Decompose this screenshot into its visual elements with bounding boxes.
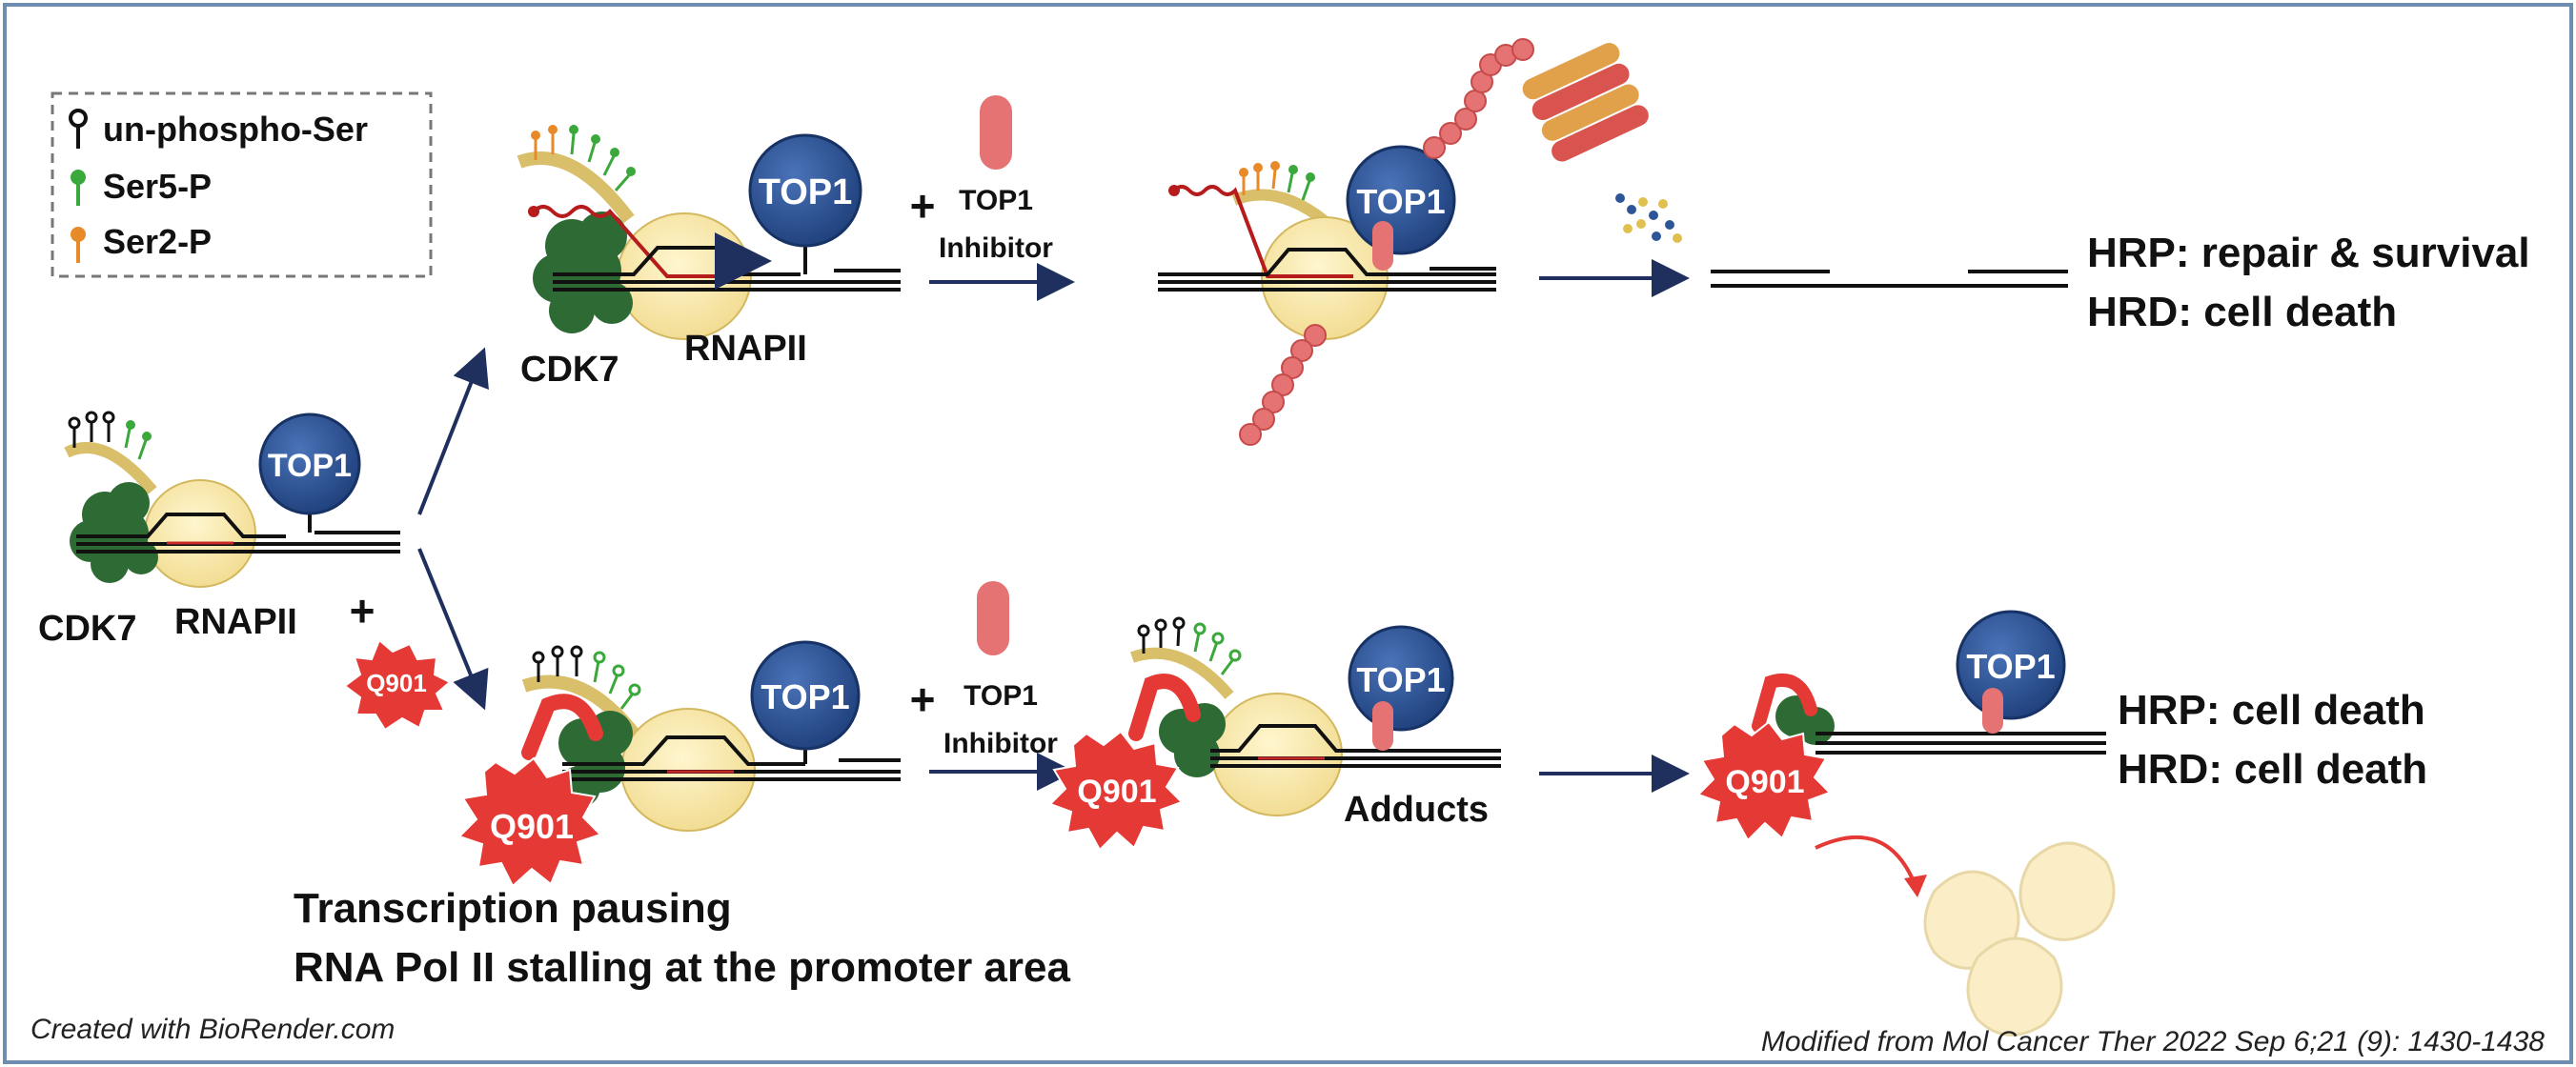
caption-line2: RNA Pol II stalling at the promoter area [294,944,1070,991]
adducts-label: Adducts [1344,790,1489,830]
inhibitor-line2: Inhibitor [939,232,1053,264]
ctd-tail [1130,647,1234,699]
rnapii-label: RNAPII [174,602,297,642]
footer-credit: Created with BioRender.com [30,1014,395,1045]
top1-label: TOP1 [1966,647,2055,686]
dna-strand-top [562,735,805,766]
degraded-peptides-icon [1615,193,1682,243]
outer-frame [3,3,2573,1064]
top1-shape [748,133,862,248]
q901-badge: Q901 [457,756,602,888]
legend-box [51,91,433,278]
q901-label: Q901 [1077,774,1156,810]
ctd-phospho-marks [1137,616,1242,675]
blocked-ctd-mark [1128,674,1201,741]
bottom-outcome-hrp: HRP: cell death [2118,687,2425,734]
inhibitor-line1: TOP1 [959,185,1033,216]
bound-inhibitor-icon [1982,688,2003,734]
ser2p-icon [71,227,86,242]
cdk7-label: CDK7 [520,350,619,390]
legend-item-unphospho: un-phospho-Ser [69,109,368,149]
q901-badge-small: Q901 [343,638,452,732]
legend-item-ser5p: Ser5-P [71,167,212,206]
bottom-branch-complex: TOP1 Q901 [457,640,901,888]
dna-strand-top [1210,724,1501,753]
top-branch-complex: TOP1 CDK7 RNAPII [517,125,901,390]
plus-sign: + [910,181,936,231]
inhibitor-line1: TOP1 [963,680,1038,712]
top1-label: TOP1 [761,677,849,716]
blocked-ctd-mark [521,694,603,760]
ctd-phospho-marks [1239,161,1315,201]
dna-strand-top [1158,248,1496,276]
inhibitor-line2: Inhibitor [943,728,1058,759]
ctd-phospho-marks [531,125,636,191]
cdk7-shape [70,482,158,583]
plus-sign: + [910,674,936,724]
cdk7-label: CDK7 [38,609,136,649]
ser5p-icon [71,170,86,185]
protein-chains [1239,38,1534,446]
caption-line1: Transcription pausing [294,885,732,932]
rnapii-label: RNAPII [684,329,807,369]
bound-inhibitor-icon [1372,701,1393,751]
top1-shape [258,413,361,515]
broken-dna [1711,270,2068,288]
legend-label-ser2p: Ser2-P [103,222,212,261]
ctd-tail [517,151,635,224]
footer-source: Modified from Mol Cancer Ther 2022 Sep 6… [1761,1026,2545,1057]
legend-item-ser2p: Ser2-P [71,222,212,263]
blocked-ctd-mark [1752,673,1817,733]
dead-cells-icon [1923,841,2116,1037]
branch-arrow-bottom [417,548,489,711]
rnapii-shape [1211,693,1343,816]
rna-cap [528,206,539,217]
bottom-right-complex: TOP1 Q901 [1696,610,2116,1037]
top1-label: TOP1 [759,172,853,212]
ctd-tail [1231,189,1329,226]
chain-lower [1239,324,1327,446]
dna-strand-top [76,513,286,538]
q901-badge: Q901 [1048,730,1184,852]
top1-shape [1956,610,2066,720]
q901-badge: Q901 [1696,720,1832,842]
rna-transcript [1172,185,1353,278]
top-middle-complex: TOP1 [1158,145,1496,340]
q901-label: Q901 [490,807,574,846]
bottom-middle-complex: TOP1 Q901 Adducts [1048,616,1501,852]
top1-shape [750,640,861,751]
rna-cap [1168,185,1180,196]
ctd-phospho-marks [532,645,641,710]
proteasome-icon [1522,43,1649,162]
inhibitor-pill-icon [980,95,1012,170]
ctd-phospho-marks [68,411,152,460]
top-outcome-hrd: HRD: cell death [2087,289,2397,335]
rna-transcript [532,205,724,278]
q901-small-label: Q901 [366,669,427,697]
inhibitor-pill-icon [977,581,1009,655]
q901-label: Q901 [1725,764,1804,800]
bottom-inhibitor: + TOP1 Inhibitor [910,581,1075,791]
ctd-tail [64,442,157,494]
legend-label-unphospho: un-phospho-Ser [103,110,368,149]
top1-label: TOP1 [1356,660,1445,699]
plus-sign: + [350,586,375,635]
cdk7-shape [533,211,633,333]
curved-red-arrow-icon [1815,835,1917,887]
top1-label: TOP1 [268,448,352,484]
initial-complex: TOP1 CDK7 RNAPII + Q901 [38,411,452,732]
legend: un-phospho-Ser Ser5-P Ser2-P [51,91,433,278]
chain-upper [1423,38,1534,159]
bound-inhibitor-icon [1372,221,1393,271]
top1-shape [1348,625,1454,732]
branch-arrow-top [417,347,489,515]
bottom-outcome-hrd: HRD: cell death [2118,746,2427,793]
top1-label: TOP1 [1356,182,1445,221]
legend-label-ser5p: Ser5-P [103,167,212,206]
top-outcome-hrp: HRP: repair & survival [2087,230,2530,276]
curved-red-arrowhead-icon [1904,875,1927,897]
unphospho-ser-icon [69,109,88,128]
top-inhibitor: + TOP1 Inhibitor [910,95,1075,301]
